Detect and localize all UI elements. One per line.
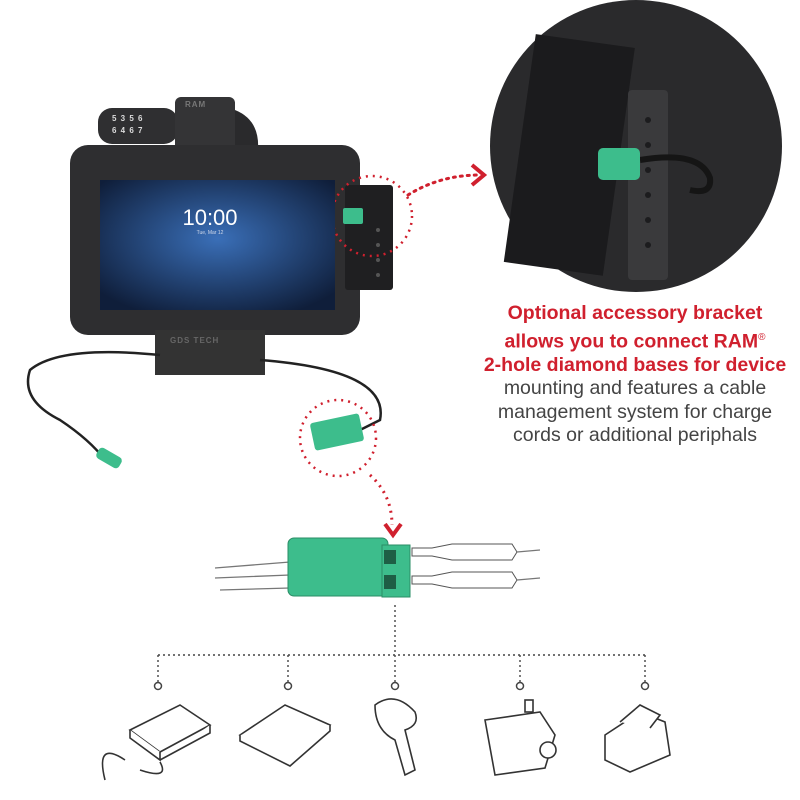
accessory-bracket — [345, 185, 393, 290]
lock-digits-bottom: 6 4 6 7 — [112, 126, 144, 135]
combination-lock — [98, 97, 259, 157]
caption-line-2-text: allows you to connect RAM — [504, 330, 759, 352]
arrow-head-icon — [470, 163, 488, 187]
lock-digits-top: 5 3 5 6 — [112, 114, 144, 123]
cradle-logo: RAM — [185, 100, 207, 109]
keyboard-icon — [238, 704, 332, 767]
usb-hub — [287, 537, 389, 597]
caption-line-3: 2-hole diamond bases for device — [483, 353, 787, 376]
power-cable — [26, 350, 161, 461]
barcode-scanner-icon — [374, 698, 418, 777]
caption-line-6: cords or additional periphals — [513, 424, 757, 446]
screen-clock: 10:00 — [182, 205, 238, 230]
green-connector-zoom — [598, 148, 640, 180]
receipt-printer-icon — [604, 704, 671, 773]
tablet-screen — [100, 180, 335, 310]
feature-caption: Optional accessory bracket allows you to… — [470, 302, 800, 448]
speaker-icon — [484, 699, 557, 776]
usb-adapter — [310, 413, 364, 451]
caption-line-1: Optional accessory bracket — [507, 302, 763, 324]
zoom-detail-circle — [490, 0, 782, 292]
cradle-base — [155, 330, 265, 375]
registered-mark: ® — [758, 331, 766, 343]
screen-date: Tue, Mar 12 — [196, 230, 224, 236]
distribution-lines — [157, 605, 646, 682]
hard-drive-icon — [101, 704, 212, 781]
callout-arrow — [406, 173, 482, 197]
caption-line-4: mounting and features a cable — [503, 377, 767, 399]
caption-line-5: management system for charge — [497, 400, 773, 423]
caption-line-2: allows you to connect RAM® — [470, 326, 800, 354]
case-logo: GDS TECH — [170, 336, 220, 345]
